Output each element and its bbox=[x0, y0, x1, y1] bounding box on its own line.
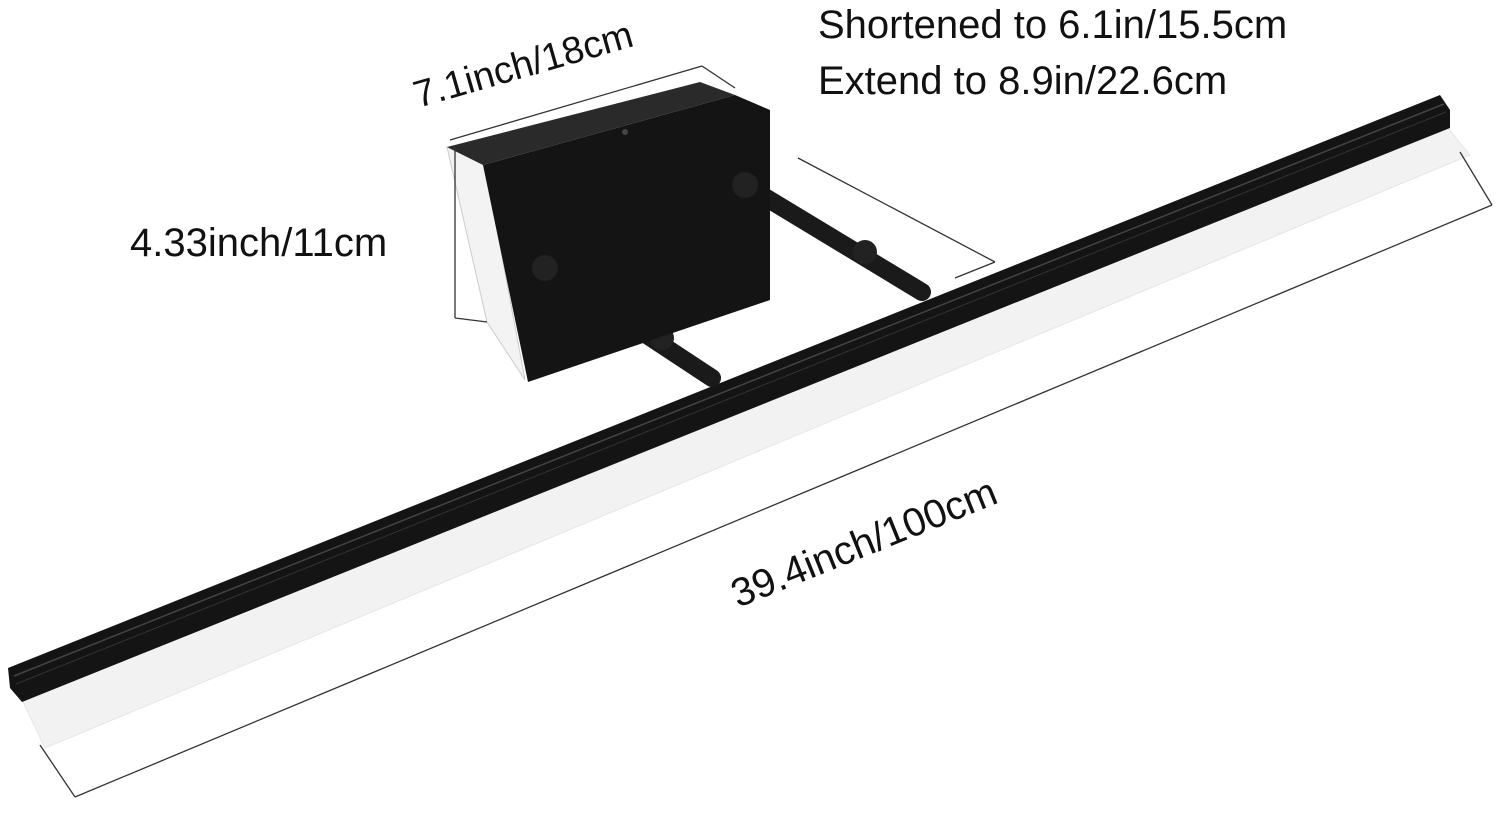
arm-right bbox=[736, 176, 931, 301]
box-height-label: 4.33inch/11cm bbox=[130, 221, 387, 265]
dimension-lines bbox=[39, 65, 1493, 798]
box-width-label: 7.1inch/18cm bbox=[409, 14, 638, 117]
arm-shortened-label: Shortened to 6.1in/15.5cm bbox=[818, 3, 1287, 47]
bar-length-label: 39.4inch/100cm bbox=[725, 470, 1003, 617]
wall-plate bbox=[483, 95, 770, 382]
arm-extended-label: Extend to 8.9in/22.6cm bbox=[818, 59, 1227, 103]
